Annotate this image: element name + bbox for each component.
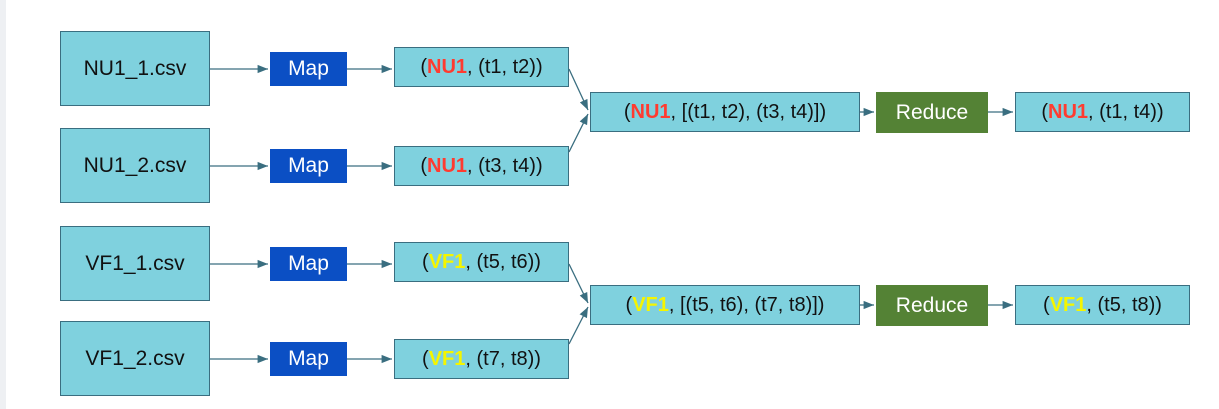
reduce-step-1: Reduce	[876, 92, 988, 133]
key-vf1: VF1	[428, 250, 466, 273]
file-box-vf1-2: VF1_2.csv	[60, 321, 210, 396]
map-output-2: (NU1, (t3, t4))	[394, 146, 569, 186]
map-step-4: Map	[270, 342, 347, 376]
result-nu1: (NU1, (t1, t4))	[1015, 92, 1190, 132]
map-output-1: (NU1, (t1, t2))	[394, 47, 569, 87]
arrow-kv4-group	[568, 306, 589, 345]
reduce-step-2: Reduce	[876, 285, 988, 326]
file-box-vf1-1: VF1_1.csv	[60, 226, 210, 301]
map-step-3: Map	[270, 247, 347, 281]
map-output-3: (VF1, (t5, t6))	[394, 242, 569, 282]
key-vf1: VF1	[1049, 293, 1087, 316]
grouped-nu1: (NU1, [(t1, t2), (t3, t4)])	[590, 92, 860, 132]
key-nu1: NU1	[630, 100, 671, 123]
arrow-kv1-group	[568, 68, 589, 111]
map-step-1: Map	[270, 52, 347, 86]
key-vf1: VF1	[632, 293, 669, 316]
map-step-2: Map	[270, 149, 347, 183]
file-box-nu1-2: NU1_2.csv	[60, 128, 210, 203]
file-box-nu1-1: NU1_1.csv	[60, 31, 210, 106]
key-vf1: VF1	[428, 347, 466, 370]
arrow-kv3-group	[568, 263, 589, 304]
key-nu1: NU1	[427, 55, 468, 78]
grouped-vf1: (VF1, [(t5, t6), (t7, t8)])	[590, 285, 860, 325]
result-vf1: (VF1, (t5, t8))	[1015, 285, 1190, 325]
map-output-4: (VF1, (t7, t8))	[394, 339, 569, 379]
arrow-kv2-group	[568, 113, 589, 153]
key-nu1: NU1	[1048, 100, 1089, 123]
key-nu1: NU1	[427, 154, 468, 177]
left-margin-bar	[0, 0, 6, 409]
